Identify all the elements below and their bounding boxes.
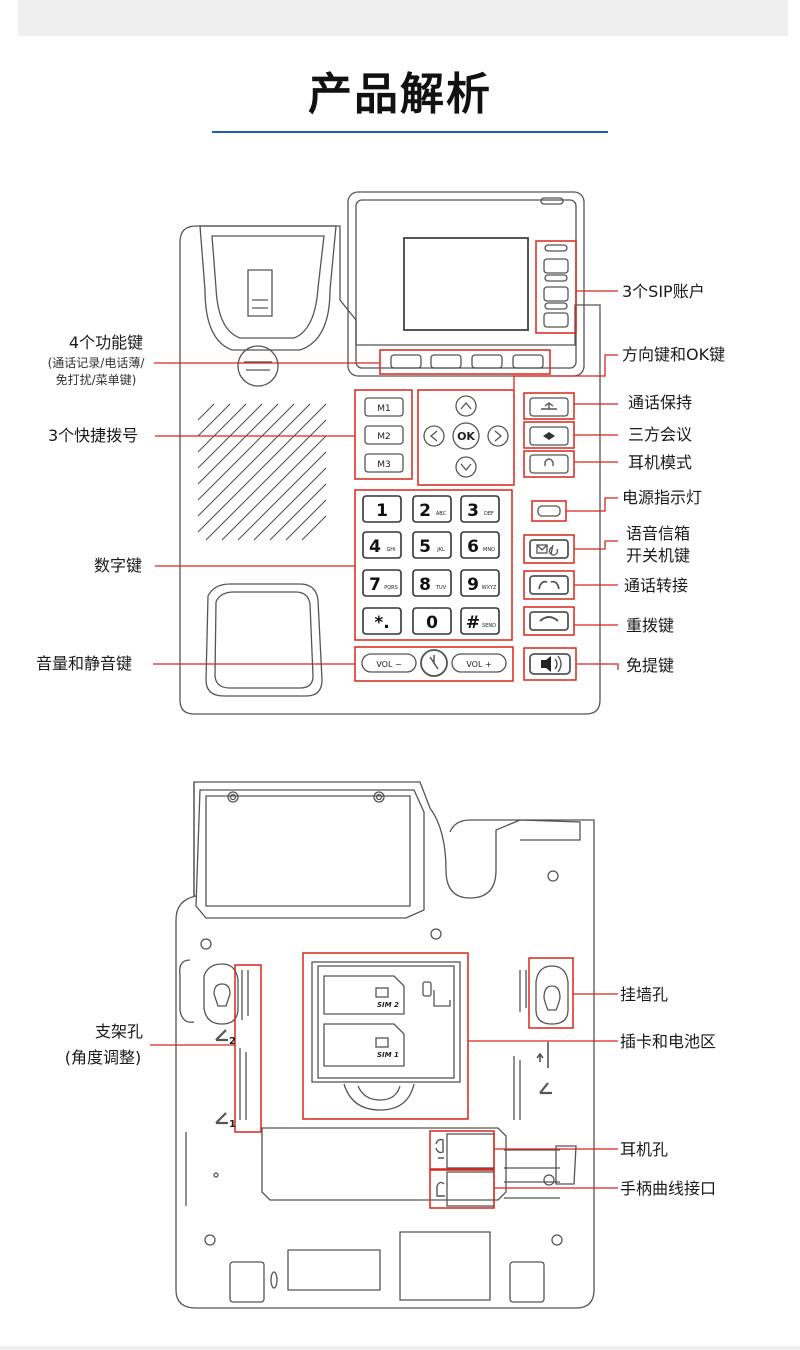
- keypad-key-digit: *.: [374, 613, 389, 633]
- label-wall-mount: 挂墙孔: [620, 985, 669, 1004]
- top-banner: [18, 0, 788, 36]
- keypad-key: [460, 569, 500, 597]
- sim2-label: SIM 2: [377, 1001, 399, 1009]
- sim1-label: SIM 1: [377, 1051, 399, 1059]
- keypad-key: [362, 495, 402, 523]
- label-function-keys-note: (通话记录/电话薄/: [47, 356, 145, 370]
- label-function-keys-note: 免打扰/菜单键): [55, 373, 137, 387]
- label-digits: 数字键: [94, 556, 143, 575]
- label-redial: 重拨键: [626, 616, 675, 635]
- keypad-key-letters: GHI: [386, 547, 395, 553]
- keypad-key-letters: DEF: [484, 511, 494, 517]
- keypad-key: [412, 495, 452, 523]
- keypad-key: [412, 607, 452, 635]
- stand-mark: 1: [229, 1119, 236, 1130]
- label-function-keys: 4个功能键: [68, 333, 144, 352]
- label-speed-dial: 3个快捷拨号: [48, 426, 139, 445]
- ok-key-label: OK: [457, 430, 475, 443]
- label-sip-accounts: 3个SIP账户: [622, 282, 705, 301]
- keypad-key-digit: 9: [467, 575, 479, 595]
- vol-plus-label: VOL +: [466, 660, 491, 669]
- label-speaker: 免提键: [626, 656, 675, 675]
- label-hold: 通话保持: [628, 393, 693, 412]
- label-angle-adjust: (角度调整): [64, 1048, 142, 1067]
- keypad-key-digit: 1: [376, 501, 388, 521]
- label-headset-port: 耳机孔: [620, 1140, 669, 1159]
- label-power-key: 开关机键: [626, 546, 691, 565]
- keypad-key-digit: 5: [419, 537, 431, 557]
- label-power-led: 电源指示灯: [622, 488, 703, 507]
- keypad-key-letters: TUV: [435, 585, 447, 591]
- keypad-key-letters: JKL: [436, 547, 445, 553]
- memory-key-label: M3: [377, 460, 391, 470]
- nav-cluster: [423, 395, 509, 478]
- front-leaders: [153, 290, 619, 670]
- keypad-key-letters: PQRS: [384, 585, 398, 591]
- stand-mark: 2: [229, 1036, 236, 1047]
- keypad-key-digit: #: [466, 613, 480, 633]
- memory-key-label: M2: [377, 432, 391, 442]
- label-voicemail: 语音信箱: [626, 524, 691, 543]
- keypad-key-letters: WXYZ: [482, 585, 497, 591]
- keypad-key-letters: ABC: [436, 511, 447, 517]
- page-title: 产品解析: [308, 69, 492, 120]
- back-view: [175, 781, 595, 1309]
- back-highlights: [234, 952, 574, 1209]
- keypad-key: [460, 607, 500, 635]
- diagram-text: M1 M2 M3 OK VOL − VOL + SIM 2 SIM 1 2 1: [229, 404, 492, 1130]
- keypad-key: [412, 531, 452, 559]
- memory-key-label: M1: [377, 404, 391, 414]
- keypad-key: [362, 531, 402, 559]
- label-conference: 三方会议: [628, 425, 693, 444]
- vol-minus-label: VOL −: [376, 660, 401, 669]
- label-sim-battery: 插卡和电池区: [620, 1032, 717, 1051]
- keypad-key-digit: 8: [419, 575, 431, 595]
- back-leaders: [150, 993, 618, 1189]
- speaker-grille: [197, 403, 327, 541]
- keypad-key-letters: MNO: [483, 547, 495, 553]
- label-stand-holes: 支架孔: [94, 1022, 143, 1041]
- keypad-key-digit: 2: [419, 501, 431, 521]
- memory-keys: [364, 397, 404, 473]
- keypad-key-digit: 0: [426, 613, 438, 633]
- keypad-key: [362, 607, 402, 635]
- label-transfer: 通话转接: [624, 576, 689, 595]
- bottom-banner: [0, 1346, 800, 1350]
- label-handset-port: 手柄曲线接口: [620, 1179, 717, 1198]
- label-headset-mode: 耳机模式: [628, 453, 693, 472]
- keypad-key-digit: 3: [467, 501, 479, 521]
- keypad-key: [362, 569, 402, 597]
- label-volume-mute: 音量和静音键: [36, 654, 133, 673]
- label-nav-keys: 方向键和OK键: [622, 345, 726, 364]
- title-underline: [212, 131, 608, 133]
- keypad-key: [460, 531, 500, 559]
- keypad-key-letters: SEND: [482, 623, 496, 629]
- keypad-key-digit: 6: [467, 537, 479, 557]
- keypad-key-digit: 7: [369, 575, 381, 595]
- keypad-key: [412, 569, 452, 597]
- keypad-key: [460, 495, 500, 523]
- keypad-key-digit: 4: [369, 537, 381, 557]
